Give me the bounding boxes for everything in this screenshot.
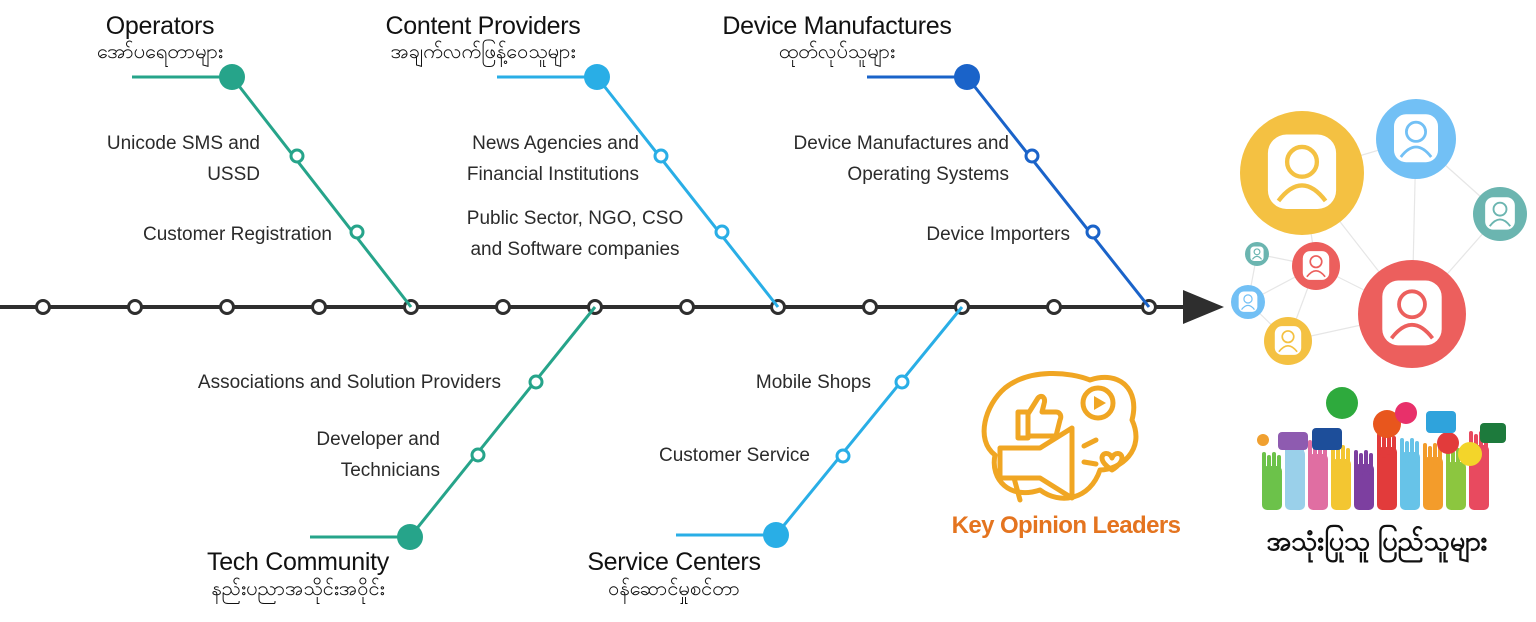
avatar-icon (1231, 285, 1265, 319)
branch-node (894, 374, 910, 390)
speech-bubble-icon (1437, 432, 1459, 454)
spine-node (311, 299, 327, 315)
branch-node (528, 374, 544, 390)
key-opinion-leaders-label: Key Opinion Leaders (951, 512, 1181, 539)
speech-bubble-icon (1395, 402, 1417, 424)
megaphone-icon (981, 371, 1139, 503)
avatar-icon (1292, 242, 1340, 290)
branch-title-service-centers: Service Centers (587, 548, 761, 576)
hand-icon (1331, 445, 1351, 510)
hand-icon (1262, 452, 1282, 510)
spine-node (679, 299, 695, 315)
hand-icon (1377, 433, 1397, 510)
branch-node (470, 447, 486, 463)
branch-service-centers (676, 306, 964, 548)
spine-node (35, 299, 51, 315)
tech-community-item-1: Associations and Solution Providers (197, 372, 501, 393)
avatar-icon (1473, 187, 1527, 241)
speech-bubble-icon (1373, 410, 1401, 438)
speech-bubble-icon (1312, 428, 1342, 450)
branch-node (289, 148, 305, 164)
arrow-right-icon (1183, 290, 1224, 324)
branch-head-node (219, 64, 245, 90)
branch-operators (132, 64, 413, 308)
branch-head-node (763, 522, 789, 548)
avatar-icon (1240, 111, 1364, 235)
service-centers-item-2: Customer Service (659, 445, 810, 466)
users-label: အသုံးပြုသူ ပြည်သူများ (1266, 526, 1488, 556)
branch-subtitle-device-manufactures: ထုတ်လုပ်သူများ (778, 41, 896, 63)
user-network-icon (1231, 99, 1527, 368)
hand-icon (1308, 440, 1328, 510)
branch-node (835, 448, 851, 464)
avatar-icon (1358, 260, 1466, 368)
hand-icon (1400, 438, 1420, 510)
raised-hands-icon (1257, 387, 1506, 510)
branch-node (349, 224, 365, 240)
spine-node (219, 299, 235, 315)
branch-node (1024, 148, 1040, 164)
spine-node (127, 299, 143, 315)
branch-title-tech-community: Tech Community (207, 548, 389, 576)
branch-subtitle-operators: အော်ပရေတာများ (97, 41, 223, 63)
speech-bubble-icon (1426, 411, 1456, 433)
branch-content-providers (497, 64, 780, 308)
speech-bubble-icon (1458, 442, 1482, 466)
spine (0, 290, 1224, 324)
branch-subtitle-service-centers: ဝန်ဆောင်မှုစင်တာ (608, 578, 740, 600)
spine-node (495, 299, 511, 315)
hand-icon (1423, 443, 1443, 510)
spine-node (862, 299, 878, 315)
avatar-icon (1376, 99, 1456, 179)
operators-item-2: Customer Registration (142, 224, 332, 245)
branch-title-device-manufactures: Device Manufactures (722, 12, 952, 40)
branch-tech-community (310, 306, 597, 550)
branch-head-node (584, 64, 610, 90)
avatar-icon (1245, 242, 1269, 266)
branch-node (1085, 224, 1101, 240)
speech-bubble-icon (1278, 432, 1308, 450)
branch-device-manufactures (867, 64, 1151, 308)
branch-node (653, 148, 669, 164)
branch-title-content-providers: Content Providers (385, 12, 581, 40)
branch-node (714, 224, 730, 240)
hand-icon (1354, 450, 1374, 510)
speech-bubble-icon (1326, 387, 1358, 419)
branch-title-operators: Operators (105, 12, 215, 40)
avatar-icon (1264, 317, 1312, 365)
service-centers-item-1: Mobile Shops (755, 372, 871, 393)
spine-node (1046, 299, 1062, 315)
branch-head-node (954, 64, 980, 90)
branch-subtitle-tech-community: နည်းပညာအသိုင်းအဝိုင်း (211, 578, 385, 600)
branch-head-node (397, 524, 423, 550)
speech-bubble-icon (1480, 423, 1506, 443)
branch-subtitle-content-providers: အချက်လက်ဖြန့်ဝေသူများ (390, 41, 576, 63)
device-manufactures-item-2: Device Importers (926, 224, 1070, 245)
speech-bubble-icon (1257, 434, 1269, 446)
